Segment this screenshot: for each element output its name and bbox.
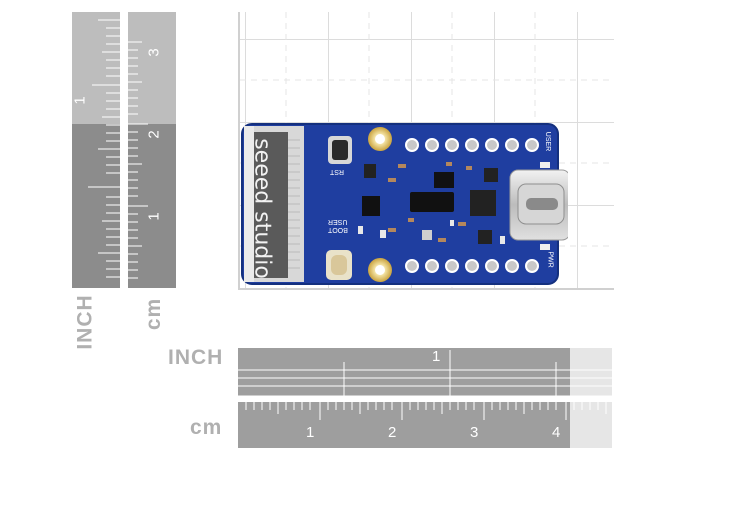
- vertical-cm-number-2: 2: [145, 130, 163, 139]
- pcb-board: [241, 123, 568, 285]
- horizontal-cm-number-4: 4: [552, 424, 561, 441]
- vertical-cm-label-text: cm: [142, 297, 166, 331]
- horizontal-inch-ruler: 1: [238, 348, 612, 396]
- board-label-rst: RST: [330, 168, 344, 175]
- board-label-user-button: USER: [328, 218, 347, 225]
- horizontal-cm-number-2: 2: [388, 424, 397, 441]
- vertical-cm-ticks: [128, 41, 148, 279]
- vertical-inch-label-text: INCH: [73, 294, 97, 350]
- horizontal-cm-label: cm: [190, 416, 222, 440]
- horizontal-cm-number-1: 1: [306, 424, 315, 441]
- vertical-cm-label: cm: [142, 298, 166, 330]
- boot-label: BOOT: [328, 226, 348, 233]
- horizontal-cm-label-text: cm: [190, 416, 223, 439]
- horizontal-inch-ticks: [238, 350, 612, 396]
- vertical-cm-ruler: 3 2 1: [128, 12, 176, 288]
- user-button-label: USER: [328, 218, 348, 225]
- board-label-boot: BOOT: [328, 226, 348, 233]
- board-label-user-led: USER: [544, 132, 551, 151]
- vertical-inch-ticks: [88, 19, 120, 278]
- user-led-label: USER: [544, 131, 552, 152]
- horizontal-inch-label-text: INCH: [168, 346, 224, 369]
- horizontal-inch-label: INCH: [168, 346, 223, 370]
- vertical-inch-ruler: 1: [72, 12, 120, 288]
- horizontal-inch-number: 1: [432, 348, 441, 365]
- pwr-label: PWR: [546, 251, 554, 268]
- vertical-inch-label: INCH: [74, 294, 98, 349]
- horizontal-cm-ticks: [245, 402, 607, 420]
- horizontal-cm-number-3: 3: [470, 424, 479, 441]
- vertical-cm-number-3: 3: [145, 48, 163, 57]
- board-brand-text-label: seeed studio: [249, 138, 275, 279]
- board-label-pwr: PWR: [547, 251, 554, 267]
- rst-label: RST: [330, 168, 344, 175]
- board-brand-text: seeed studio: [250, 129, 275, 289]
- vertical-inch-number: 1: [71, 96, 89, 105]
- horizontal-cm-ruler: 1 2 3 4: [238, 402, 612, 448]
- vertical-cm-number-1: 1: [145, 212, 163, 221]
